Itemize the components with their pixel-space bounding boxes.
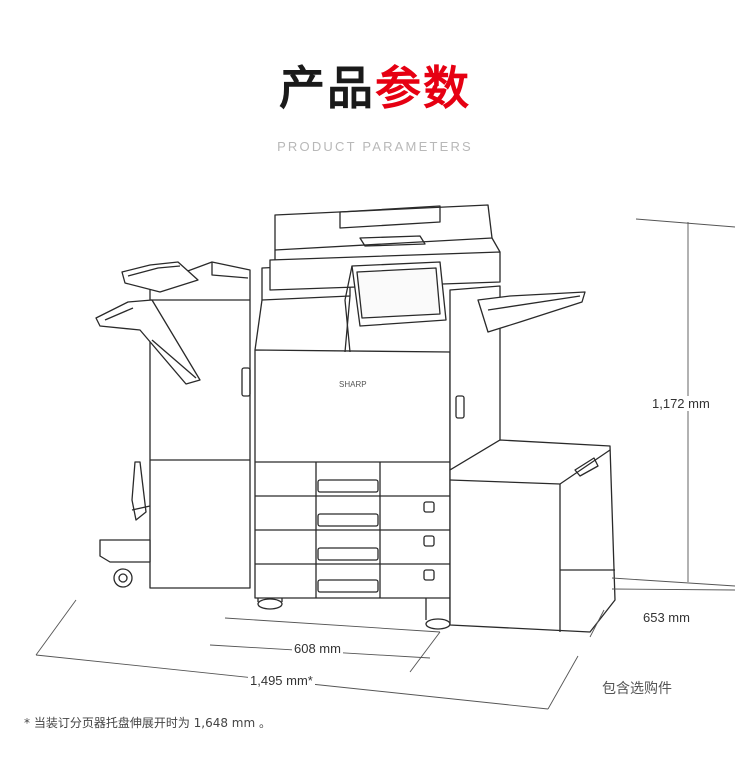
page-title: 产品参数: [0, 58, 750, 118]
optional-parts-label: 包含选购件: [602, 681, 672, 697]
depth-dimension-label: 653 mm: [641, 610, 692, 625]
width-total-dimension-label: 1,495 mm*: [248, 673, 315, 688]
depth-dimension-line: [589, 609, 605, 638]
height-dimension-label: 1,172 mm: [650, 396, 712, 411]
brand-label: SHARP: [339, 380, 367, 389]
large-capacity-tray: [449, 439, 616, 633]
finisher-unit: [95, 261, 251, 589]
title-part-1: 产品: [279, 61, 375, 115]
width-main-guide: [224, 617, 441, 633]
page-subtitle: PRODUCT PARAMETERS: [277, 139, 473, 154]
total-width-right-guide: [547, 655, 579, 710]
width-main-dimension-label: 608 mm: [292, 641, 343, 656]
footnote: * 当装订分页器托盘伸展开时为 1,648 mm 。: [24, 716, 271, 730]
title-part-2: 参数: [375, 61, 471, 115]
height-bottom-guide: [611, 577, 736, 587]
scanner-unit: [269, 204, 501, 353]
total-width-left-guide: [35, 599, 77, 656]
depth-top-guide: [611, 588, 736, 591]
height-top-guide: [635, 218, 736, 228]
